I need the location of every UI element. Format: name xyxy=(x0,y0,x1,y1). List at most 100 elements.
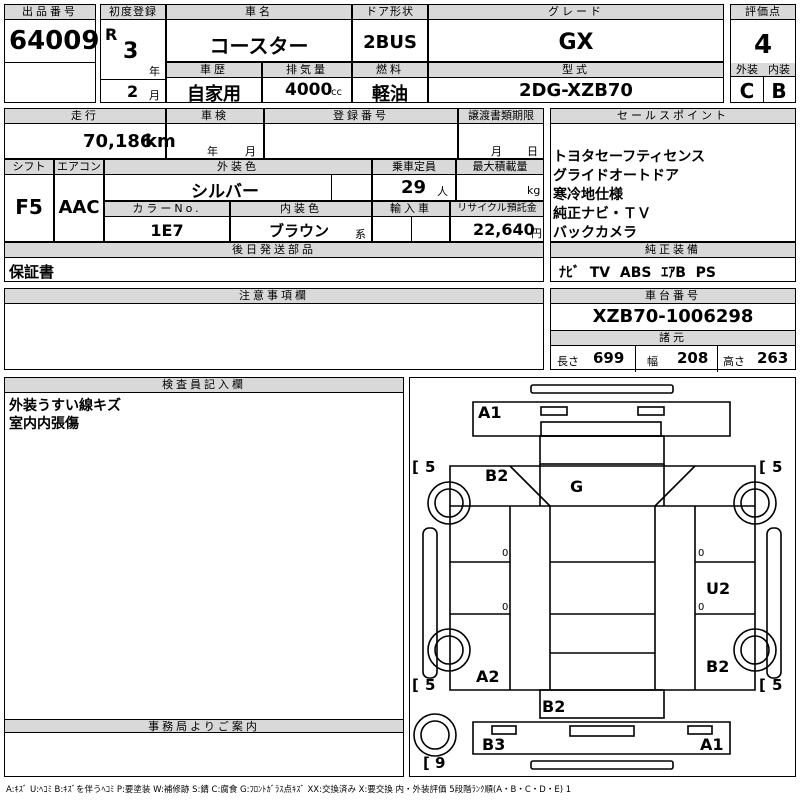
displacement-label: 排気量 xyxy=(263,63,351,78)
office-label: 事務局よりご案内 xyxy=(4,719,404,733)
color-no: 1E7 xyxy=(150,221,184,240)
door-type: 2BUS xyxy=(363,32,417,53)
chassis-label: 車台番号 xyxy=(551,289,795,304)
transfer-day-unit: 日 xyxy=(527,145,538,158)
fuel-box: 燃料 軽油 xyxy=(352,62,428,105)
interior-color-suffix: 系 xyxy=(355,228,366,241)
first-reg-box: 初度登録 R 3 年 2 月 xyxy=(100,4,166,103)
ac-box: エアコン AAC xyxy=(54,159,104,242)
mileage-unit: km xyxy=(145,131,176,152)
year-unit: 年 xyxy=(149,65,160,78)
vehicle-diagram: A1 B2 G U2 A2 B2 B2 B3 A1 [ 5 [ 5 [ 5 [ … xyxy=(409,377,796,777)
later-parts-label: 後日発送部品 xyxy=(5,243,543,258)
height-label: 高さ xyxy=(723,355,745,368)
load-box: 最大積載量 kg xyxy=(456,159,544,201)
sales-point: 寒冷地仕様 xyxy=(553,187,623,203)
score: 4 xyxy=(753,30,773,60)
grade-box: グレード GX xyxy=(428,4,724,62)
mileage-box: 走行 70,186 km xyxy=(4,108,176,159)
damage-mark-windshield: G xyxy=(570,477,583,496)
capacity-box: 乗車定員 29 人 xyxy=(372,159,456,201)
equipment-box: 純正装備 ﾅﾋﾞ TV ABS ｴｱB PS xyxy=(550,242,796,282)
damage-mark-rear-top: B2 xyxy=(542,697,565,716)
mileage-label: 走行 xyxy=(5,109,165,124)
history: 自家用 xyxy=(187,84,241,105)
interior-color: ブラウン xyxy=(269,222,330,240)
width-value: 208 xyxy=(677,349,709,367)
ac-label: エアコン xyxy=(55,160,103,175)
sales-label: セールスポイント xyxy=(551,109,795,124)
later-parts-box: 後日発送部品 保証書 xyxy=(4,242,544,282)
exterior-grade: C xyxy=(739,79,755,103)
equipment-label: 純正装備 xyxy=(551,243,795,258)
sales-point: グライドオートドア xyxy=(553,168,679,184)
tire-bracket: [ xyxy=(759,458,766,476)
damage-mark-right-side: U2 xyxy=(706,579,730,598)
zero-mark: 0 xyxy=(698,548,704,559)
tire-depth-front-left: 5 xyxy=(425,458,435,476)
interior-label: 内装 xyxy=(763,63,795,77)
color-label: 外装色 xyxy=(105,160,371,175)
capacity-label: 乗車定員 xyxy=(373,160,455,175)
inspector-label: 検査員記入欄 xyxy=(5,378,403,393)
ac: AAC xyxy=(58,197,100,218)
lot-label: 出品番号 xyxy=(5,5,95,20)
color-box: 外装色 シルバー xyxy=(104,159,372,202)
chassis-number: XZB70-1006298 xyxy=(592,306,754,327)
shift: F5 xyxy=(15,195,43,219)
tire-depth-rear-left: 5 xyxy=(425,676,435,694)
displacement-unit: cc xyxy=(331,87,342,98)
tire-depth-front-right: 5 xyxy=(772,458,782,476)
tire-bracket: [ xyxy=(423,754,430,772)
length-label: 長さ xyxy=(557,355,579,368)
damage-mark-left-front: B2 xyxy=(485,466,508,485)
sales-point: 純正ナビ・ＴＶ xyxy=(553,206,651,222)
recycle-box: リサイクル預託金 22,640 円 xyxy=(450,201,544,242)
score-label: 評価点 xyxy=(731,5,795,20)
displacement-box: 排気量 4000 cc xyxy=(262,62,352,103)
history-label: 車歴 xyxy=(167,63,261,78)
color: シルバー xyxy=(191,182,259,202)
inspector-note: 室内内張傷 xyxy=(9,416,79,432)
fuel: 軽油 xyxy=(372,84,408,105)
sales-point: バックカメラ xyxy=(553,225,637,241)
history-box: 車歴 自家用 xyxy=(166,62,262,105)
height-value: 263 xyxy=(757,349,789,367)
mileage: 70,186 xyxy=(83,131,153,152)
car-name-box: 車名 コースター xyxy=(166,4,352,62)
zero-mark: 0 xyxy=(502,548,508,559)
capacity: 29 xyxy=(401,177,427,198)
car-name-label: 車名 xyxy=(167,5,351,20)
interior-color-label: 内装色 xyxy=(231,202,371,217)
recycle: 22,640 xyxy=(473,220,535,239)
transfer-month-unit: 月 xyxy=(491,145,502,158)
damage-mark-rear-right: A1 xyxy=(700,735,724,754)
later-parts: 保証書 xyxy=(9,263,55,281)
damage-mark-front: A1 xyxy=(478,403,502,422)
damage-mark-left-rear: A2 xyxy=(476,667,500,686)
reg-number-label: 登録番号 xyxy=(265,109,457,124)
model: 2DG-XZB70 xyxy=(519,80,633,101)
lot-number: 64009 xyxy=(9,26,100,56)
transfer-box: 譲渡書類期限 月 日 xyxy=(458,108,544,159)
shift-box: シフト F5 xyxy=(4,159,54,242)
exterior-label: 外装 xyxy=(731,63,763,77)
interior-grade: B xyxy=(771,79,787,103)
car-name: コースター xyxy=(209,34,309,58)
tire-bracket: [ xyxy=(759,676,766,694)
color-no-box: カラーNo. 1E7 xyxy=(104,201,230,242)
inspector-box: 検査員記入欄 外装うすい線キズ 室内内張傷 事務局よりご案内 xyxy=(4,377,404,777)
inspection-month-unit: 月 xyxy=(245,145,256,158)
inspection-label: 車検 xyxy=(167,109,263,124)
damage-mark-right-rear: B2 xyxy=(706,657,729,676)
month-unit: 月 xyxy=(149,89,160,102)
model-label: 型式 xyxy=(429,63,723,78)
zero-mark: 0 xyxy=(698,602,704,613)
dims-label: 諸元 xyxy=(551,330,795,346)
tire-depth-spare: 9 xyxy=(435,754,445,772)
zero-mark: 0 xyxy=(502,602,508,613)
door-box: ドア形状 2BUS xyxy=(352,4,428,62)
load-unit: kg xyxy=(527,184,541,197)
interior-color-box: 内装色 ブラウン 系 xyxy=(230,201,372,242)
first-reg-month: 2 xyxy=(127,82,139,101)
